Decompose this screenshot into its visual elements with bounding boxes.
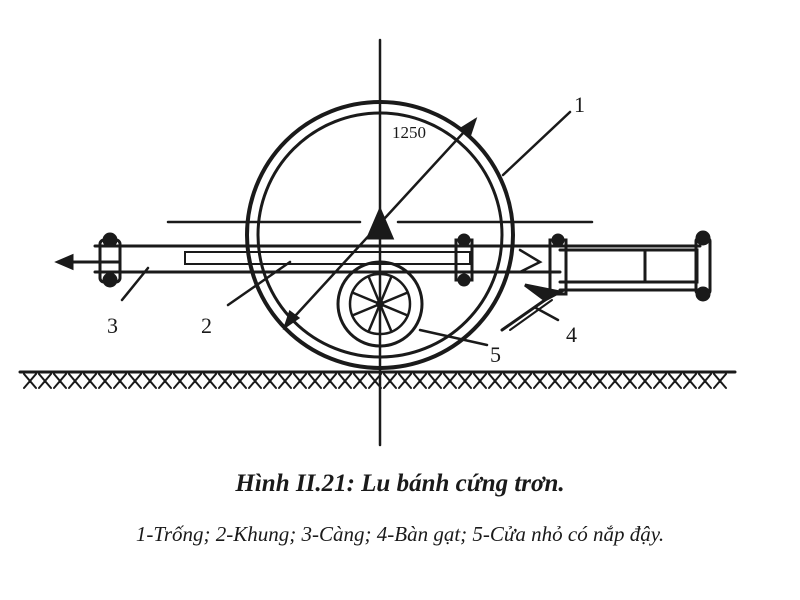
callout-5: 5 (490, 342, 501, 367)
roller-diagram: 1250 1 2 3 4 5 (18, 38, 737, 447)
ground (18, 370, 737, 389)
scraper (500, 283, 565, 332)
callout-2: 2 (201, 313, 212, 338)
spoke (351, 302, 382, 317)
spoke (378, 302, 409, 317)
leader-lines (120, 110, 572, 347)
spoke (378, 291, 409, 306)
spoke (367, 302, 382, 333)
callout-4: 4 (566, 322, 577, 347)
figure-legend: 1-Trống; 2-Khung; 3-Càng; 4-Bàn gạt; 5-C… (135, 522, 665, 546)
figure-title: Hình II.21: Lu bánh cứng trơn. (235, 470, 565, 497)
spoke (378, 275, 393, 306)
callout-3: 3 (107, 313, 118, 338)
spoke (378, 302, 393, 333)
callout-1: 1 (574, 92, 585, 117)
frame (54, 232, 562, 288)
diameter-dimension (282, 117, 478, 331)
inspection-door (336, 260, 424, 348)
spoke (351, 291, 382, 306)
right-arm (518, 230, 712, 302)
spoke (367, 275, 382, 306)
drum (245, 100, 515, 370)
dimension-label: 1250 (392, 123, 426, 142)
